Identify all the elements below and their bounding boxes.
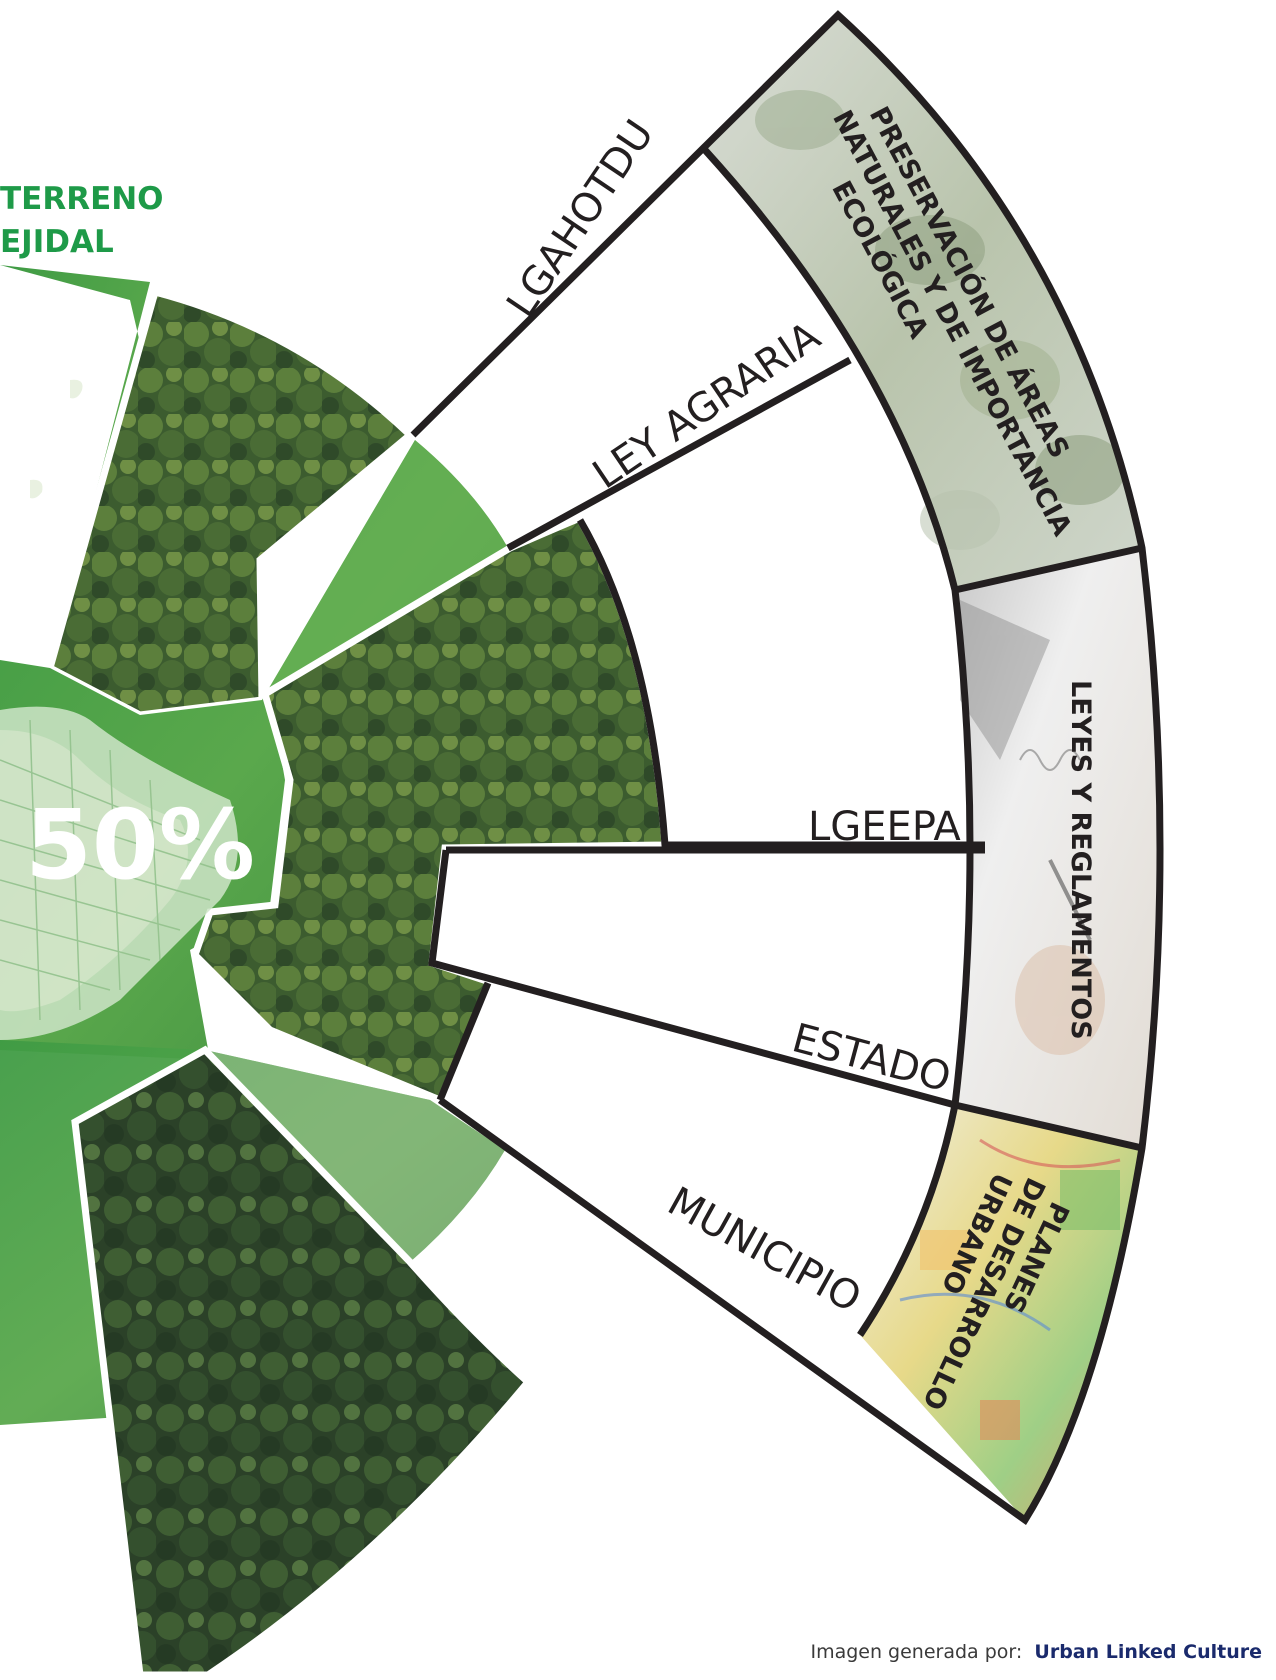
field-haze-overlay xyxy=(205,1050,505,1262)
title-line-2: EJIDAL xyxy=(0,224,114,260)
credit-author: Urban Linked Culture xyxy=(1034,1641,1262,1663)
title-line-1: TERRENO xyxy=(0,181,164,217)
forest-sector-top xyxy=(45,287,416,719)
urban-map-texture xyxy=(899,1138,1121,1440)
river-rocks-texture xyxy=(755,90,1125,550)
fan-background xyxy=(413,150,990,1335)
outer-segment-nature-bg xyxy=(705,15,1142,590)
credit-prefix: Imagen generada por: xyxy=(810,1641,1023,1663)
svg-text:LEYES Y REGLAMENTOS: LEYES Y REGLAMENTOS xyxy=(1065,680,1096,1040)
field-grid-overlay xyxy=(262,440,508,700)
diagram-title: TERRENO EJIDAL xyxy=(0,178,164,264)
spoke-label-lgeepa: LGEEPA xyxy=(808,804,961,850)
image-credit: Imagen generada por: Urban Linked Cultur… xyxy=(810,1641,1262,1663)
city-map-overlay xyxy=(0,379,238,1040)
outer-segment-laws-bg xyxy=(955,548,1159,1148)
fan-outlines xyxy=(410,10,1164,1526)
hand-writing-texture xyxy=(960,600,1105,1055)
forest-sector-bottom xyxy=(71,1045,533,1679)
outer-label-laws: LEYES Y REGLAMENTOS xyxy=(1065,680,1096,1040)
center-percentage: 50% xyxy=(25,789,255,901)
